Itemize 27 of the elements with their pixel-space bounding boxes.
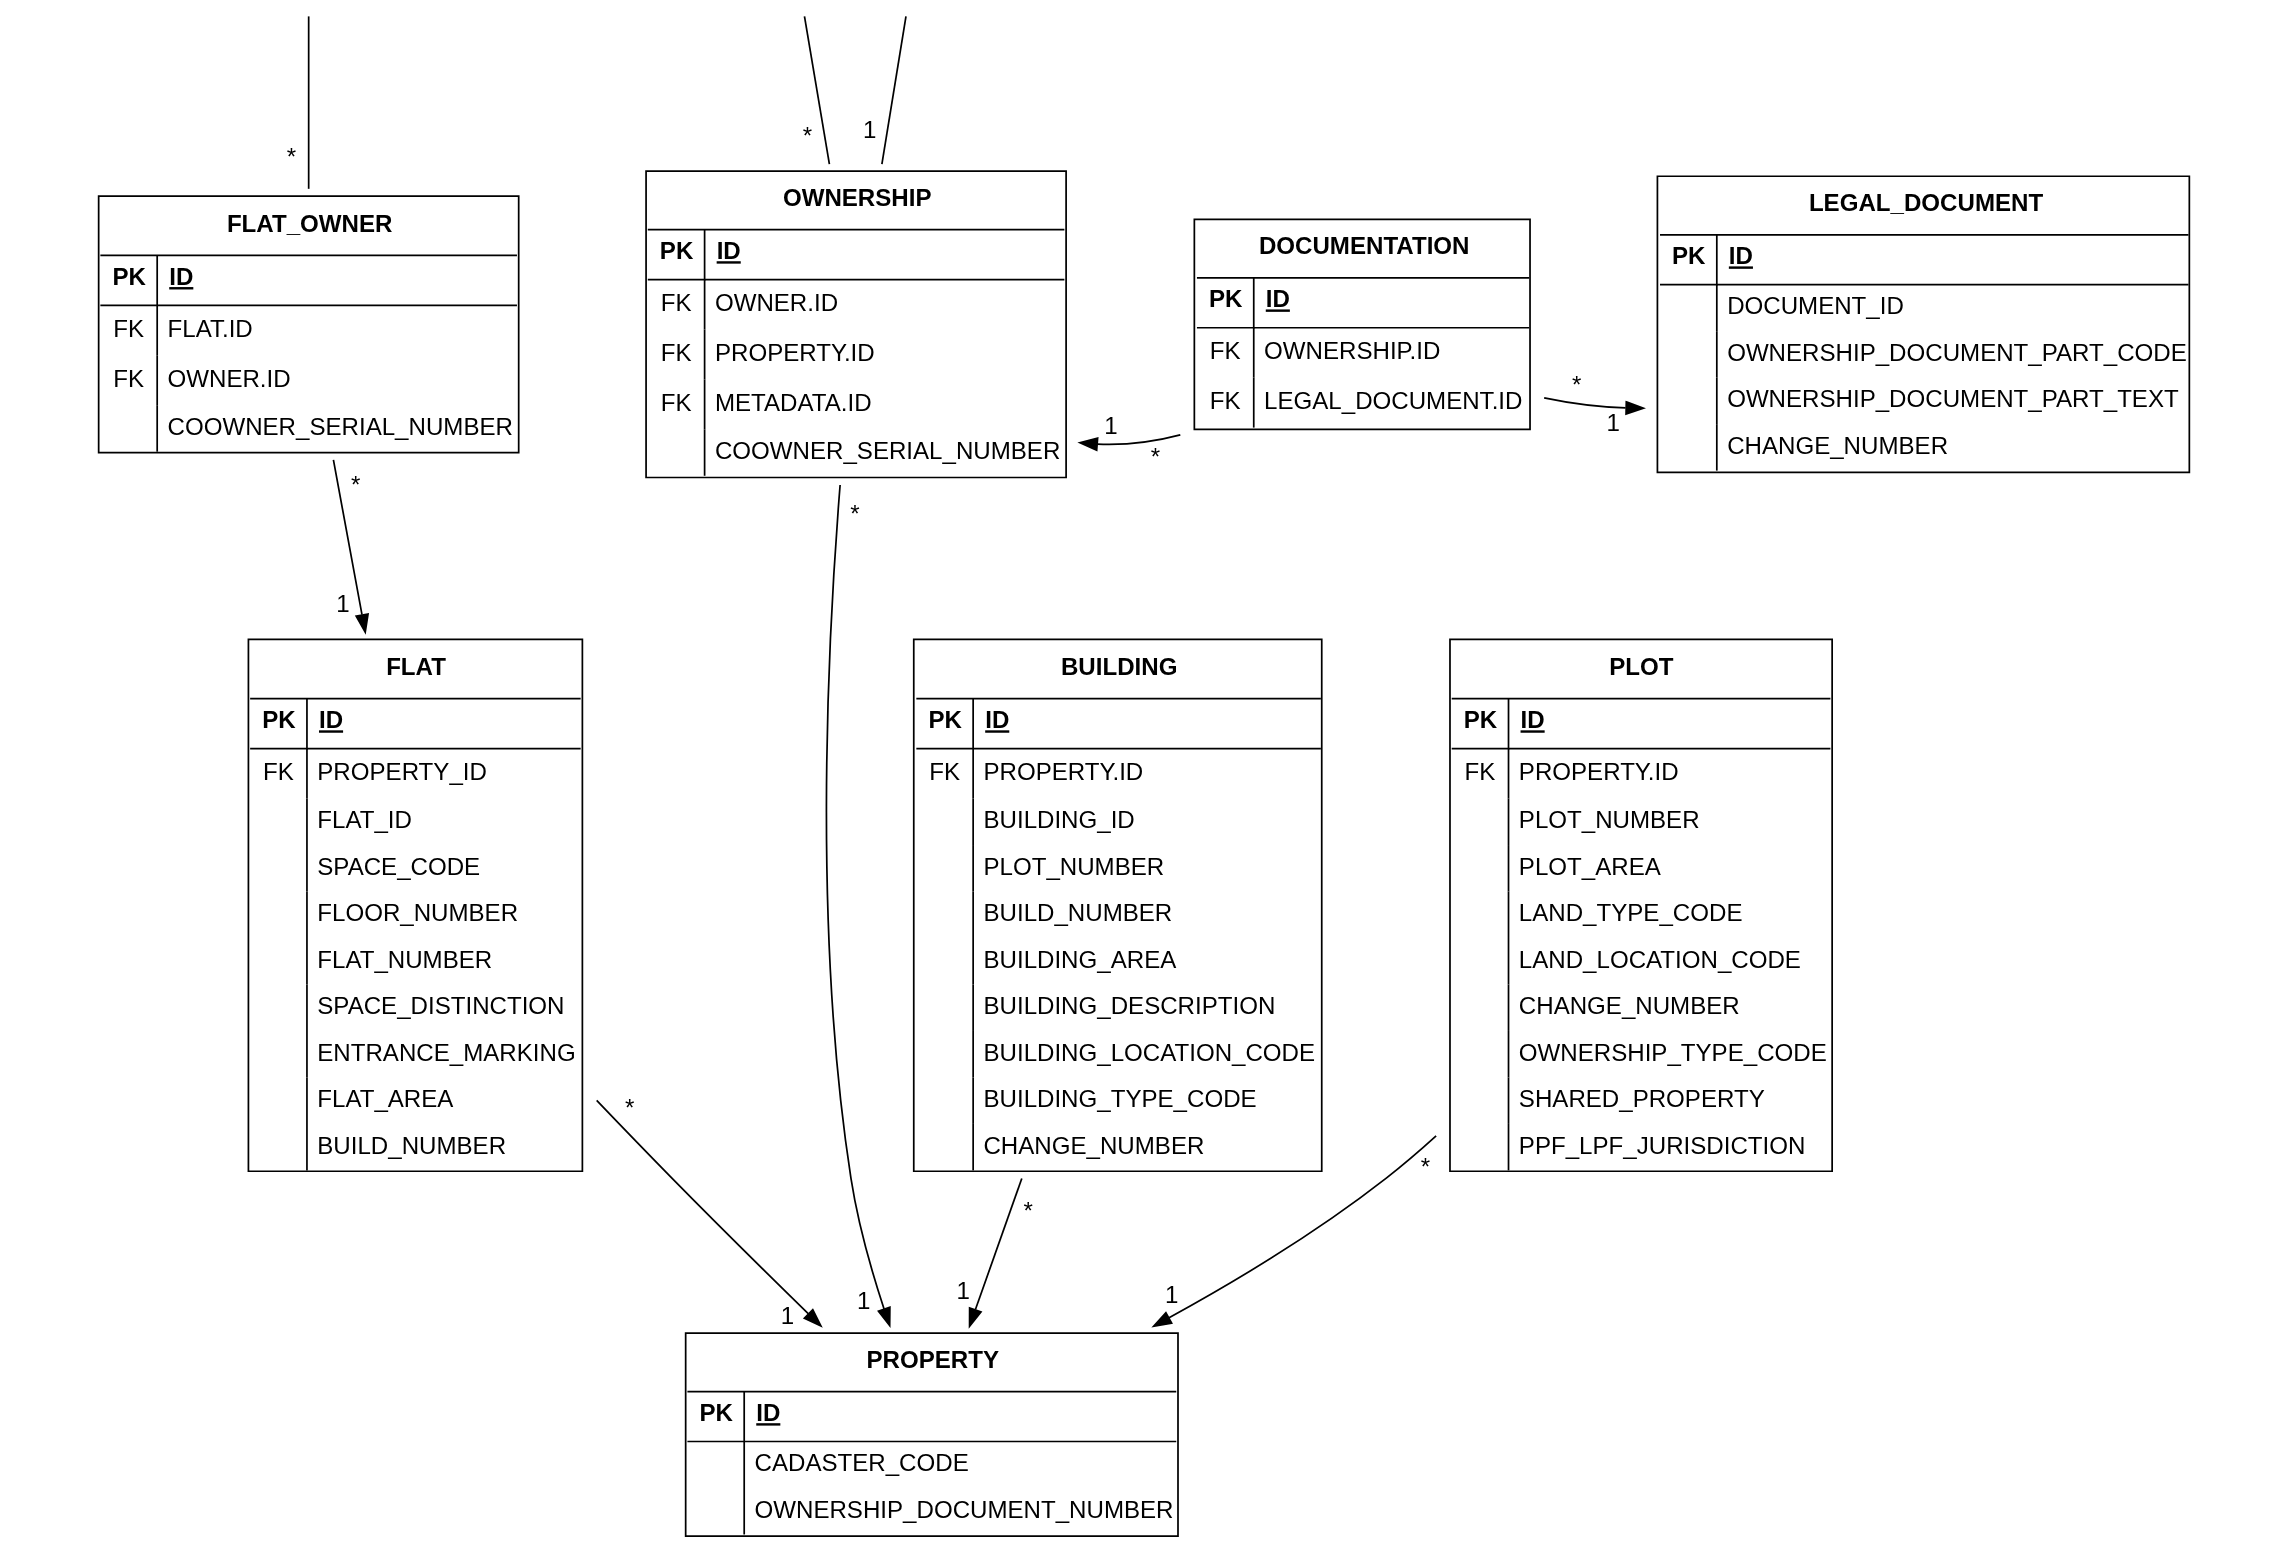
label: * [625, 1094, 635, 1122]
label: 1 [857, 1287, 871, 1315]
arrow [968, 1177, 1023, 1329]
label: * [1023, 1196, 1033, 1224]
label: * [1572, 371, 1582, 399]
label: 1 [956, 1276, 970, 1304]
label: * [802, 121, 813, 149]
connector [881, 15, 907, 165]
label: * [351, 470, 361, 498]
label: 1 [1606, 409, 1620, 437]
label: 1 [863, 116, 877, 144]
label: * [1420, 1153, 1431, 1181]
arrow [1151, 1135, 1437, 1328]
connector [307, 15, 310, 190]
label: * [850, 500, 860, 528]
arrow [1077, 434, 1182, 452]
arrow [595, 1099, 823, 1328]
label: * [286, 143, 297, 171]
label: 1 [1164, 1281, 1179, 1309]
label: * [1150, 443, 1161, 471]
arrow [1543, 396, 1646, 416]
label: 1 [780, 1301, 795, 1329]
label: 1 [336, 590, 350, 618]
arrow [332, 459, 370, 635]
connector [803, 15, 831, 165]
arrow [825, 484, 891, 1329]
label: 1 [1104, 412, 1118, 440]
